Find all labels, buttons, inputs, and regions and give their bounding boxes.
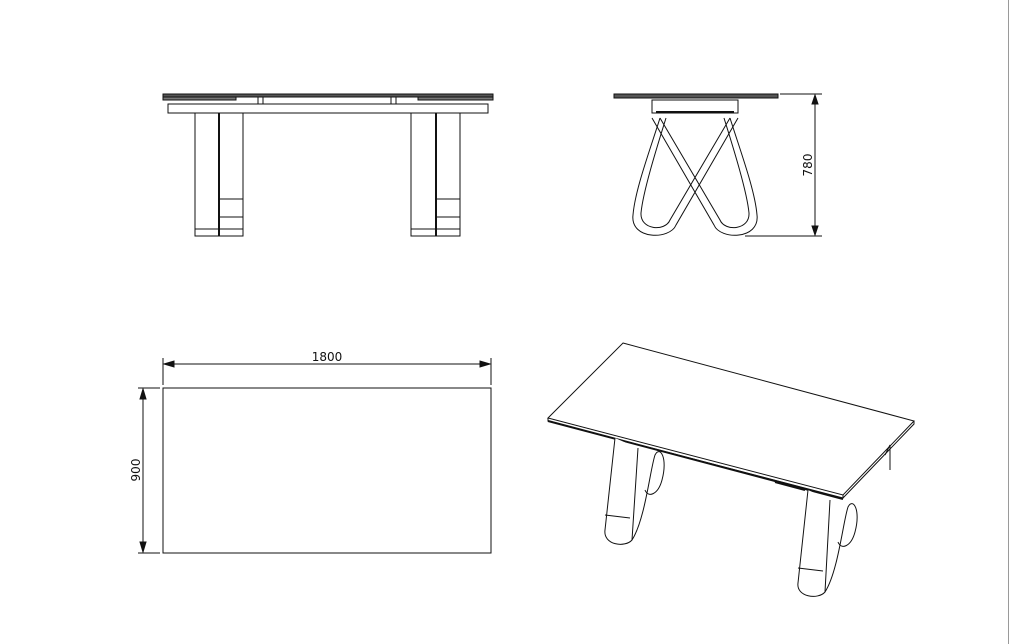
- front-view: [162, 93, 494, 237]
- width-dimension: 900: [129, 459, 143, 482]
- isometric-view: [547, 342, 915, 597]
- length-dimension: 1800: [312, 350, 343, 364]
- side-view: [613, 93, 822, 237]
- height-dimension: 780: [801, 154, 815, 177]
- top-view: [138, 358, 492, 554]
